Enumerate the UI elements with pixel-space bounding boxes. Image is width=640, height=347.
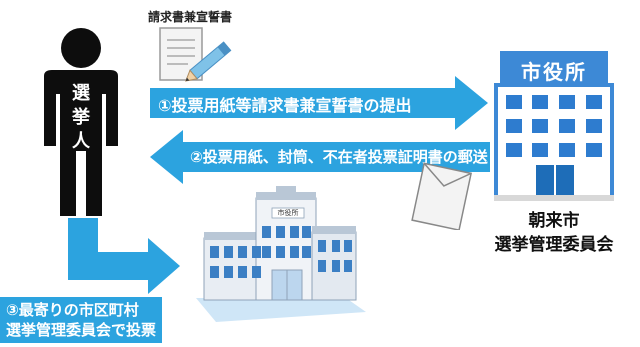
document-label: 請求書兼宣誓書	[148, 10, 233, 24]
step2-arrow	[150, 130, 490, 184]
step3-label-box: ③最寄りの市区町村 選挙管理委員会で投票	[0, 297, 163, 343]
voter-label-char-1: 選	[72, 83, 90, 104]
step3-line1: ③最寄りの市区町村	[6, 301, 139, 319]
step1-arrow	[150, 76, 490, 130]
step1-text: ①投票用紙等請求書兼宣誓書の提出	[158, 96, 412, 115]
step3-arrow	[64, 218, 184, 308]
city-office-sign: 市役所	[521, 60, 587, 84]
document-pen-icon	[152, 26, 242, 86]
city-office-building-icon	[494, 51, 614, 201]
nearby-office-sign: 市役所	[277, 209, 299, 217]
city-name-label: 朝来市	[528, 211, 580, 231]
voter-label-char-3: 人	[72, 131, 90, 152]
voter-person-icon	[26, 26, 136, 221]
step3-line2: 選挙管理委員会で投票	[6, 321, 157, 339]
nearby-office-building-icon	[196, 182, 366, 322]
election-committee-label: 選挙管理委員会	[494, 235, 614, 255]
step2-text: ②投票用紙、封筒、不在者投票証明書の郵送	[190, 148, 488, 166]
voter-label-char-2: 挙	[72, 107, 90, 128]
envelope-icon	[404, 160, 482, 230]
